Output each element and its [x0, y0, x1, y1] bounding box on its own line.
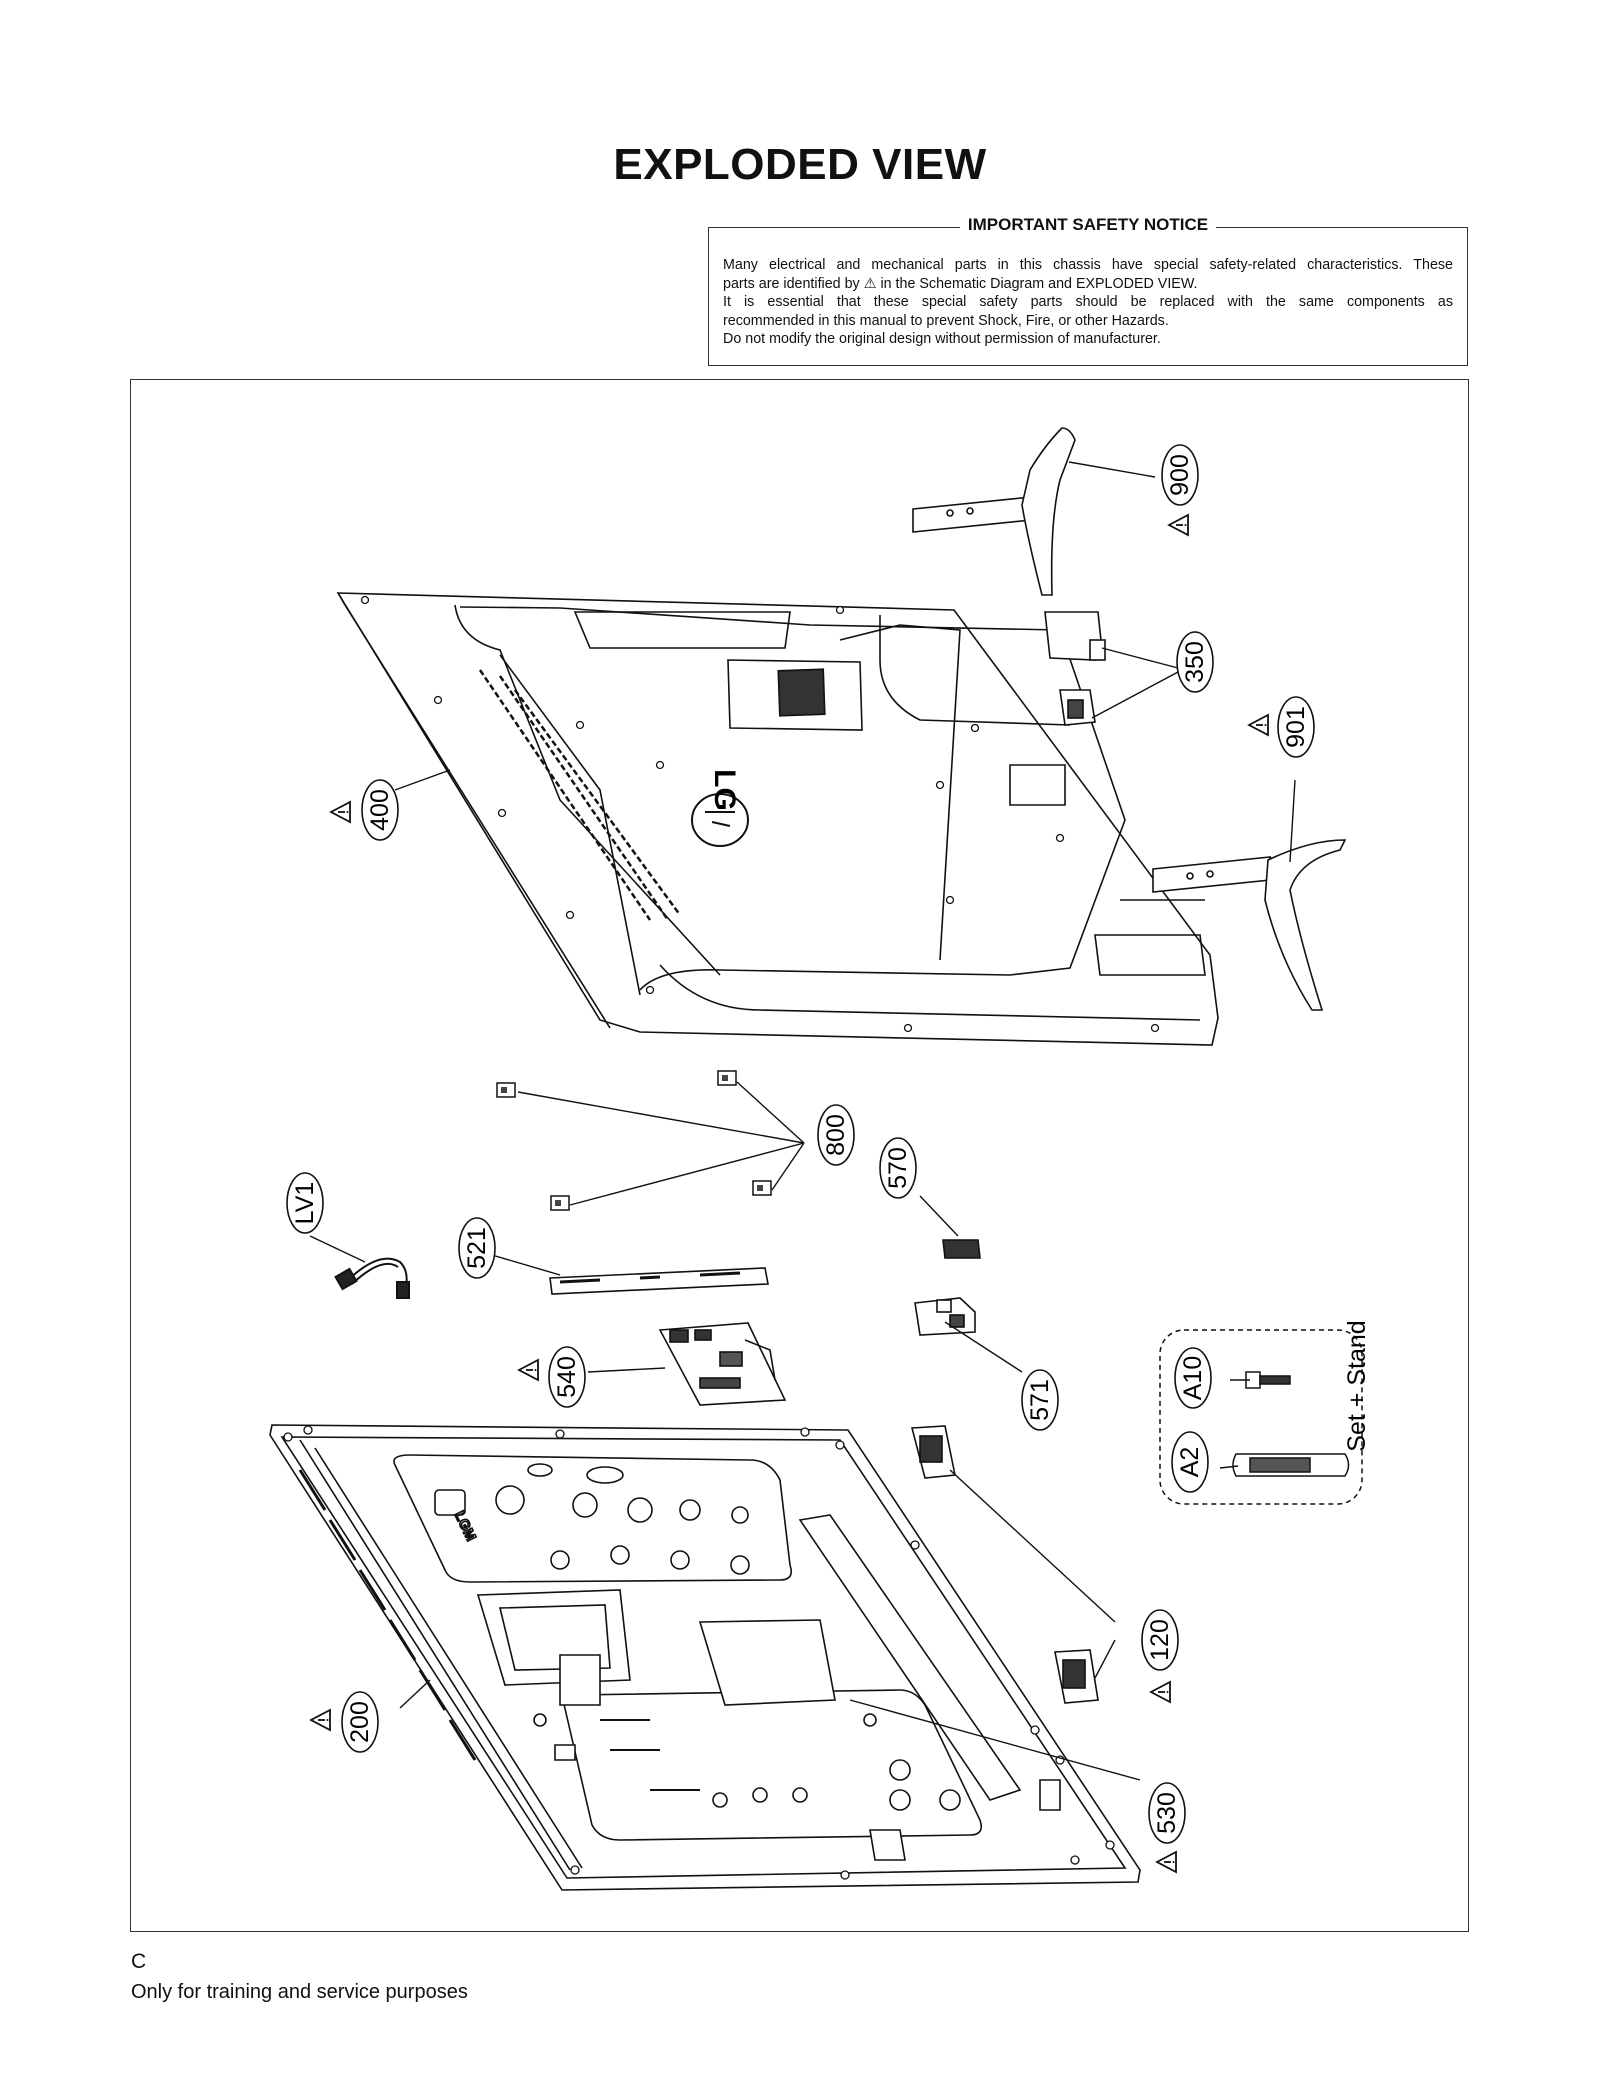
remote-a2 — [1232, 1453, 1350, 1477]
diagram-frame — [130, 379, 1469, 1932]
callout-400: 400 — [330, 779, 399, 841]
svg-text:200: 200 — [346, 1701, 374, 1743]
svg-text:A10: A10 — [1179, 1356, 1207, 1400]
svg-text:800: 800 — [822, 1114, 850, 1156]
callout-571: 571 — [1021, 1369, 1059, 1431]
accessory-box-label: Set + Stand — [1343, 1320, 1371, 1451]
stand-901 — [1152, 839, 1347, 1011]
callout-120: 120 — [1141, 1609, 1179, 1703]
back-cover-screw-holes — [360, 595, 1160, 1033]
footer-training-line: Only for training and service purposes — [131, 1981, 468, 2003]
svg-text:400: 400 — [366, 789, 394, 831]
logo-text: LG — [708, 769, 741, 811]
accessory-box: Set + Stand — [1159, 1320, 1371, 1505]
callout-lv1: LV1 — [286, 1172, 324, 1234]
footer-copyright-fragment: C — [131, 1950, 147, 1973]
part-350-brackets — [1044, 611, 1106, 726]
callout-350: 350 — [1176, 631, 1214, 693]
svg-text:LV1: LV1 — [291, 1182, 319, 1225]
callout-800: 800 — [817, 1104, 855, 1166]
svg-text:530: 530 — [1153, 1792, 1181, 1834]
svg-text:901: 901 — [1282, 706, 1310, 748]
leader-lines — [309, 461, 1296, 1781]
svg-text:570: 570 — [884, 1147, 912, 1189]
callout-901: 901 — [1248, 696, 1315, 758]
clips-800 — [496, 1070, 772, 1211]
safety-notice-heading: IMPORTANT SAFETY NOTICE — [959, 215, 1217, 234]
chassis-screw-holes — [283, 1425, 1115, 1880]
part-521 — [549, 1267, 769, 1295]
callout-a2: A2 — [1171, 1431, 1209, 1493]
safety-notice-line: recommended in this manual to prevent Sh… — [723, 312, 1169, 329]
safety-notice-box: IMPORTANT SAFETY NOTICE Many electrical … — [708, 215, 1468, 366]
callout-200: 200 — [310, 1691, 379, 1753]
cable-lv1 — [334, 1257, 410, 1299]
callout-521: 521 — [458, 1217, 496, 1279]
main-board-540 — [658, 1322, 787, 1406]
safety-notice-line: It is essential that these special safet… — [723, 294, 1453, 310]
svg-text:A2: A2 — [1176, 1447, 1204, 1478]
stand-900 — [912, 427, 1076, 596]
safety-notice-body: Many electrical and mechanical parts in … — [723, 256, 1453, 349]
svg-text:350: 350 — [1181, 641, 1209, 683]
page-title: EXPLODED VIEW — [613, 140, 987, 189]
callout-540: 540 — [518, 1346, 586, 1408]
svg-text:120: 120 — [1146, 1619, 1174, 1661]
safety-notice-line: parts are identified by ⚠ in the Schemat… — [723, 275, 1198, 292]
part-571 — [914, 1297, 976, 1336]
svg-text:900: 900 — [1166, 454, 1194, 496]
safety-notice-line: Do not modify the original design withou… — [723, 331, 1161, 347]
callout-530: 530 — [1148, 1782, 1186, 1873]
screw-a10 — [1245, 1371, 1291, 1389]
svg-text:521: 521 — [463, 1227, 491, 1269]
back-cover-400 — [336, 592, 1219, 1046]
front-chassis-200: LGM — [269, 1424, 1141, 1891]
svg-text:571: 571 — [1026, 1379, 1054, 1421]
part-570 — [942, 1239, 981, 1259]
callout-570: 570 — [879, 1137, 917, 1199]
speakers-120 — [910, 1425, 1099, 1704]
callout-900: 900 — [1161, 444, 1199, 536]
safety-notice-line: Many electrical and mechanical parts in … — [723, 257, 1453, 273]
svg-text:540: 540 — [553, 1356, 581, 1398]
lg-logo: LG — [691, 769, 749, 847]
callout-a10: A10 — [1174, 1347, 1212, 1409]
